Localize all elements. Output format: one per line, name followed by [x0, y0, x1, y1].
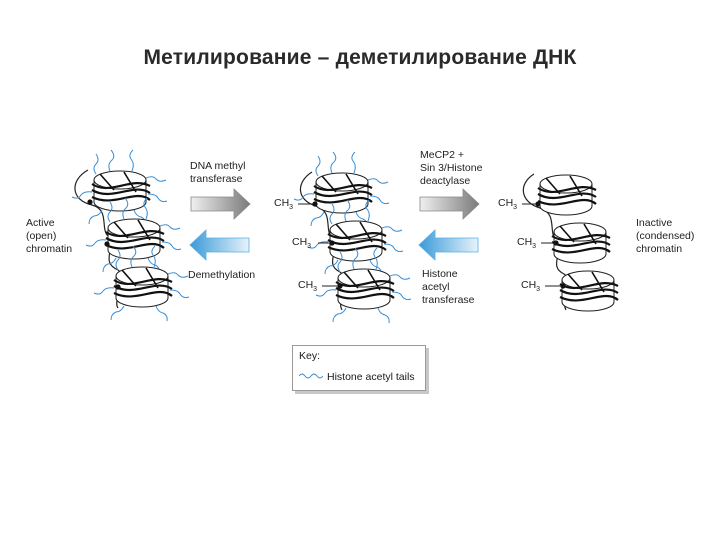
methyl-label: CH3	[292, 236, 312, 251]
label-histone-acetyltransferase: Histone acetyl transferase	[422, 268, 475, 306]
active-chromatin-stack	[71, 149, 190, 322]
methyl-label: CH3	[517, 236, 537, 251]
label-active-chromatin: Active (open) chromatin	[26, 217, 73, 255]
methylated-chromatin-stack	[293, 151, 412, 324]
legend-title: Key:	[299, 350, 321, 362]
arrow-deacetylation	[419, 188, 480, 220]
methyl-label: CH3	[298, 279, 318, 294]
slide-title: Метилирование – деметилирование ДНК	[143, 46, 577, 69]
legend-item-acetyl-tails: Histone acetyl tails	[327, 371, 415, 383]
methyl-label: CH3	[274, 197, 294, 212]
methyl-label: CH3	[521, 279, 541, 294]
arrow-acetylation	[418, 229, 479, 261]
acetyl-tail-icon	[299, 373, 323, 379]
label-dna-methyltransferase: DNA methyl transferase	[190, 160, 246, 185]
inactive-chromatin-stack	[522, 173, 620, 313]
methyl-label: CH3	[498, 197, 518, 212]
arrow-demethylation	[189, 229, 250, 261]
label-mecp2-deacetylase: MeCP2 + Sin 3/Histone deactylase	[420, 149, 483, 187]
arrow-methylation	[190, 188, 251, 220]
legend-key: Key: Histone acetyl tails	[292, 345, 426, 391]
label-demethylation: Demethylation	[188, 269, 256, 281]
label-inactive-chromatin: Inactive (condensed) chromatin	[636, 217, 695, 255]
